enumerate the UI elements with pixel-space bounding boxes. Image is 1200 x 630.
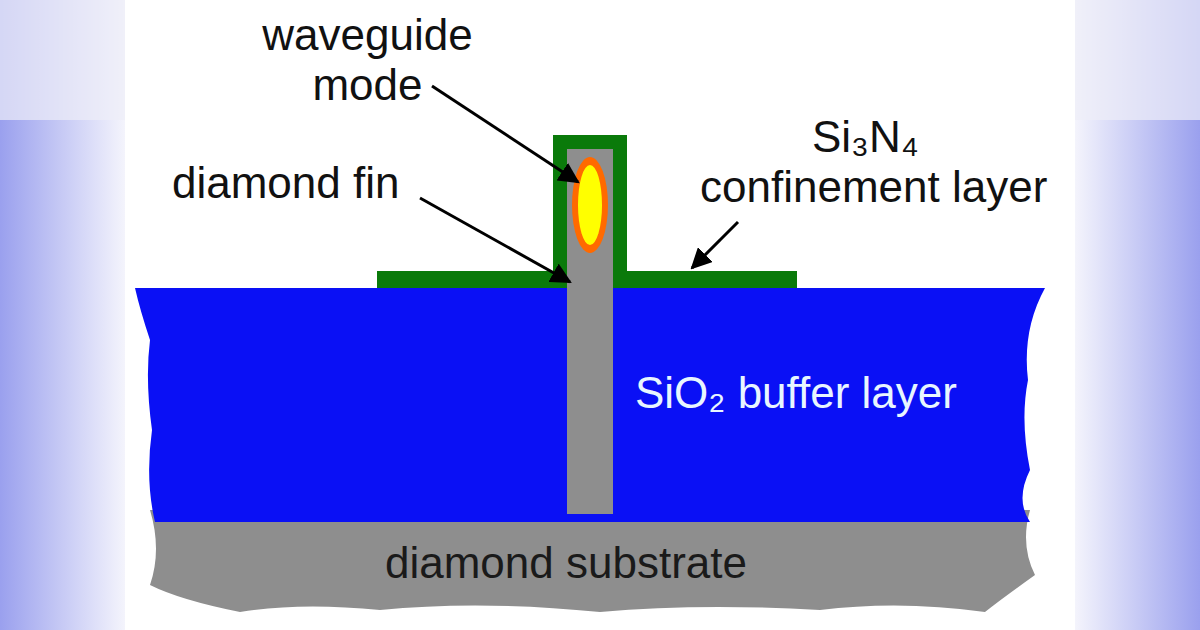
side-margin bbox=[1075, 0, 1200, 630]
diamond-fin bbox=[567, 149, 613, 514]
leader-line bbox=[432, 86, 578, 182]
layer-label: diamond substrate bbox=[385, 538, 747, 588]
leader-line bbox=[420, 198, 570, 282]
layer-region: SiO₂ buffer layer bbox=[635, 368, 957, 418]
side-margin bbox=[0, 0, 125, 630]
side-margin bbox=[0, 0, 125, 120]
layer-label: SiO₂ buffer layer bbox=[635, 368, 957, 418]
callout-label: waveguide mode bbox=[240, 10, 495, 110]
waveguide-mode-outer bbox=[572, 157, 608, 253]
callout-label: Si₃N₄ confinement layer bbox=[700, 112, 1075, 212]
layer-region: diamond substrate bbox=[385, 538, 747, 588]
waveguide-mode-core bbox=[578, 165, 602, 245]
diamond-substrate bbox=[150, 510, 1035, 612]
leader-line bbox=[692, 222, 738, 268]
callout-label: diamond fin bbox=[172, 158, 432, 208]
side-margin bbox=[1075, 0, 1200, 120]
